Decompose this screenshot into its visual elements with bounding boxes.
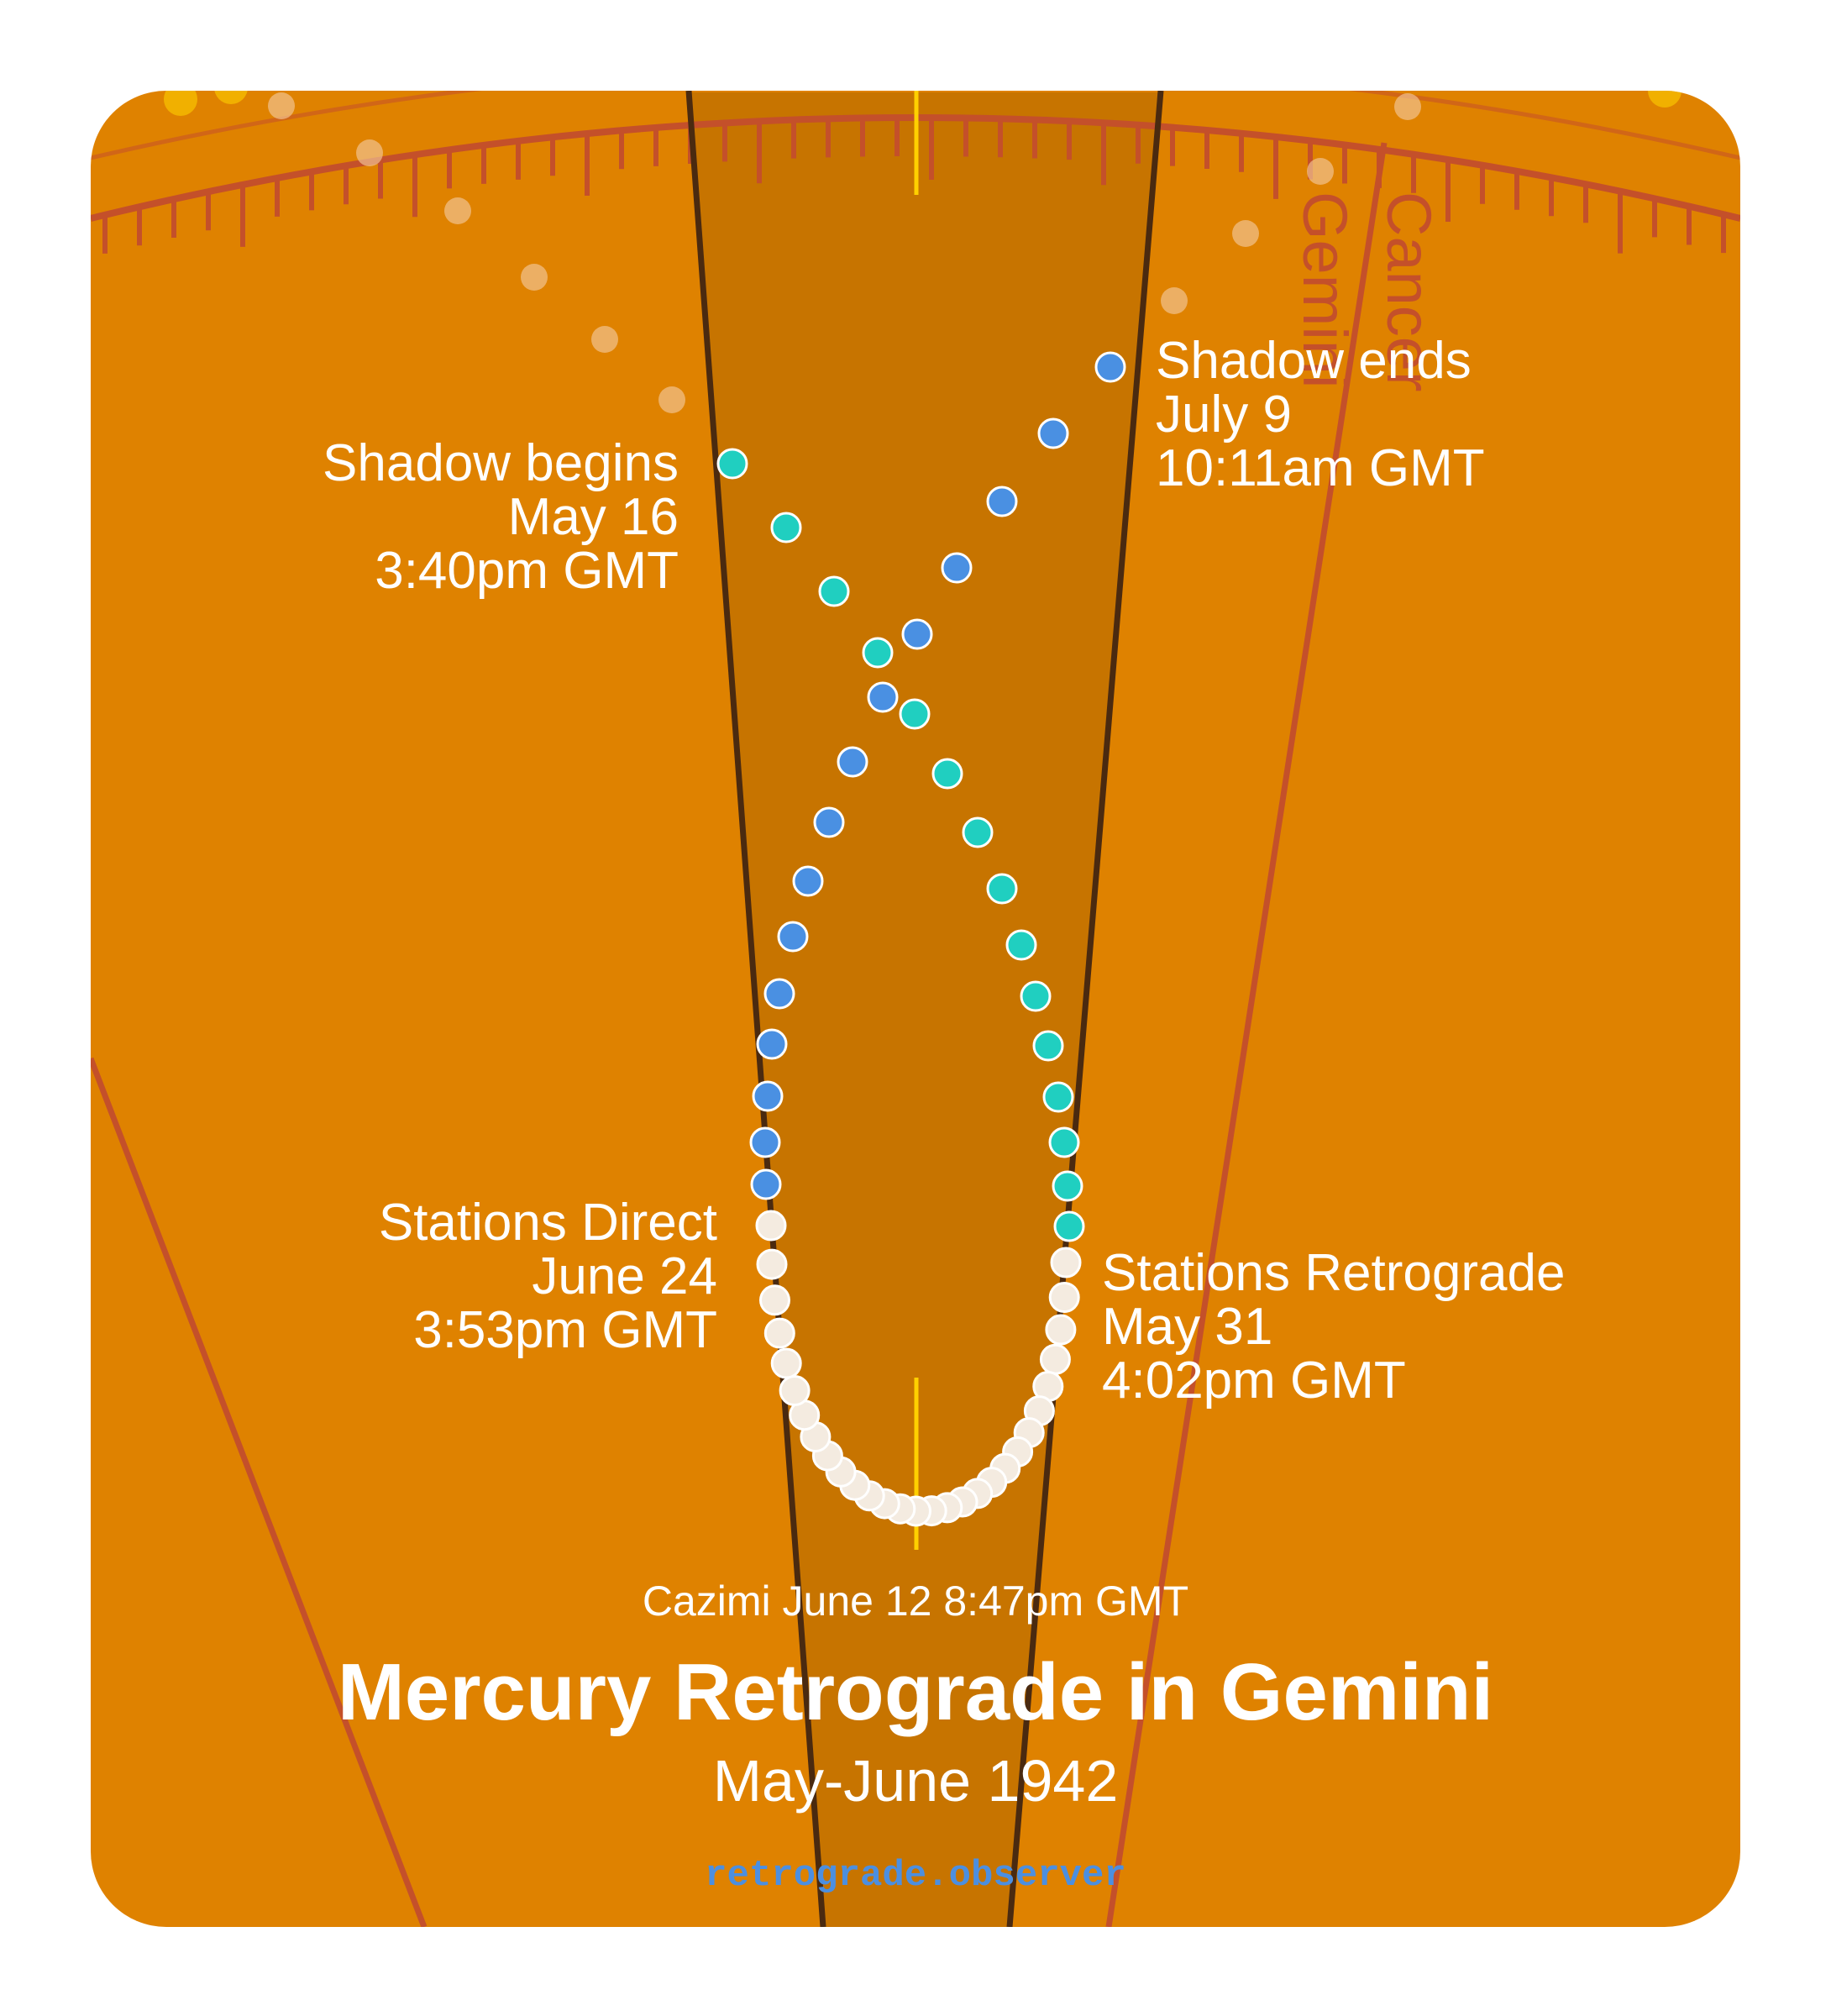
pre-shadow-dot <box>899 698 931 730</box>
post-shadow-dot <box>749 1126 781 1158</box>
sign-boundary-line <box>91 1057 428 1927</box>
label-shadow-begins: Shadow begins May 16 3:40pm GMT <box>323 437 679 598</box>
retrograde-dot <box>1048 1282 1080 1313</box>
label-shadow-begins-event: Shadow begins <box>323 434 679 492</box>
post-shadow-dot <box>752 1080 784 1112</box>
pre-shadow-dot <box>1005 929 1037 961</box>
retrograde-dot <box>1045 1314 1077 1346</box>
sky-chart: Cancer Gemini <box>91 91 1740 1927</box>
label-shadow-ends-event: Shadow ends <box>1156 332 1472 390</box>
label-stations-retrograde: Stations Retrograde May 31 4:02pm GMT <box>1102 1247 1565 1408</box>
website-link[interactable]: retrograde.observer <box>705 1855 1126 1897</box>
faint-dot <box>521 264 548 291</box>
label-shadow-begins-date: May 16 <box>507 488 679 546</box>
mercury-path <box>716 351 1126 1527</box>
faint-dot <box>1161 287 1188 314</box>
pre-shadow-dot <box>1042 1081 1074 1113</box>
faint-dot <box>1394 93 1421 120</box>
post-shadow-dot <box>1094 351 1126 383</box>
label-stations-retrograde-date: May 31 <box>1102 1298 1273 1356</box>
label-stations-retrograde-event: Stations Retrograde <box>1102 1244 1566 1302</box>
post-shadow-dot <box>837 746 868 778</box>
pre-shadow-dot <box>1032 1030 1064 1062</box>
retrograde-dot <box>763 1317 795 1349</box>
cazimi-label: Cazimi June 12 8:47pm GMT <box>642 1578 1189 1625</box>
faint-dot <box>356 139 383 166</box>
sun-glow-dot <box>1648 91 1681 108</box>
retrograde-dot <box>759 1284 790 1316</box>
degree-ticks <box>102 118 1726 254</box>
retrograde-dot <box>755 1210 787 1242</box>
label-shadow-ends-time: 10:11am GMT <box>1156 439 1485 497</box>
pre-shadow-dot <box>1020 980 1052 1012</box>
sun-glow-dot <box>164 91 197 116</box>
page-title: Mercury Retrograde in Gemini <box>337 1647 1494 1737</box>
post-shadow-dot <box>763 978 795 1010</box>
faint-dot <box>1232 220 1259 247</box>
diagram-card: Cancer Gemini <box>91 91 1740 1927</box>
label-shadow-ends-date: July 9 <box>1156 386 1292 444</box>
sign-label-gemini: Gemini <box>1290 192 1360 388</box>
faint-dot <box>268 92 295 119</box>
label-stations-direct-event: Stations Direct <box>378 1194 717 1252</box>
faint-dot <box>658 386 685 413</box>
faint-dot <box>591 326 618 353</box>
band-edge-right <box>1006 91 1164 1927</box>
pre-shadow-dot <box>962 816 994 848</box>
pre-shadow-dot <box>862 637 894 669</box>
label-stations-direct-time: 3:53pm GMT <box>413 1301 717 1359</box>
retrograde-dot <box>1039 1343 1071 1375</box>
post-shadow-dot <box>941 552 973 584</box>
pre-shadow-dot <box>818 575 850 607</box>
label-stations-retrograde-time: 4:02pm GMT <box>1102 1352 1406 1410</box>
pre-shadow-dot <box>986 873 1018 905</box>
pre-shadow-dot <box>716 448 748 480</box>
pre-shadow-dot <box>1048 1126 1080 1158</box>
label-shadow-ends: Shadow ends July 9 10:11am GMT <box>1156 334 1485 496</box>
shadow-band <box>689 92 1161 1927</box>
post-shadow-dot <box>777 921 809 953</box>
pre-shadow-dot <box>770 512 802 543</box>
label-shadow-begins-time: 3:40pm GMT <box>375 542 679 600</box>
retrograde-dot <box>770 1347 802 1379</box>
post-shadow-dot <box>901 618 933 650</box>
pre-shadow-dot <box>931 758 963 790</box>
faint-dot <box>444 197 471 224</box>
retrograde-dot <box>779 1375 811 1406</box>
retrograde-dot <box>756 1248 788 1280</box>
page-subtitle: May-June 1942 <box>712 1748 1119 1814</box>
sign-boundaries <box>91 142 1388 1927</box>
sun-glow-dot <box>214 91 248 104</box>
faint-dot <box>1307 158 1334 185</box>
post-shadow-dot <box>867 681 899 713</box>
post-shadow-dot <box>986 486 1018 517</box>
label-stations-direct-date: June 24 <box>532 1247 717 1305</box>
pre-shadow-dot <box>1052 1170 1083 1202</box>
post-shadow-dot <box>1037 417 1069 449</box>
post-shadow-dot <box>792 865 824 897</box>
sign-label-cancer: Cancer <box>1374 192 1444 392</box>
retrograde-dot <box>1050 1247 1082 1278</box>
label-stations-direct: Stations Direct June 24 3:53pm GMT <box>379 1196 717 1357</box>
post-shadow-dot <box>750 1168 782 1200</box>
post-shadow-dot <box>756 1028 788 1060</box>
ecliptic-outer-arc <box>91 91 1740 160</box>
pre-shadow-dot <box>1053 1210 1085 1242</box>
background-dots <box>164 91 1681 413</box>
band-edge-left <box>685 91 826 1927</box>
sign-boundary-line <box>1105 142 1388 1927</box>
post-shadow-dot <box>813 806 845 838</box>
